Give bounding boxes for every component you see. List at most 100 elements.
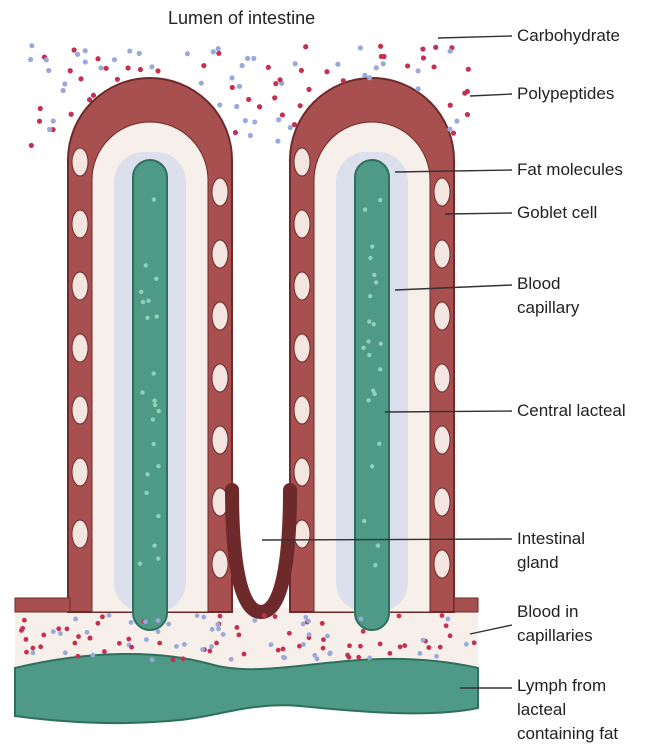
blood-dot [421,638,426,643]
blood-dot [320,621,325,626]
nutrient-dot [83,48,88,53]
blood-dot [75,654,80,659]
blood-dot [58,631,63,636]
blood-dot [102,649,107,654]
fat-globule [151,442,155,446]
leader-line [445,213,512,214]
fat-globule [367,353,371,357]
nutrient-dot [68,68,73,73]
fat-globule [362,519,366,523]
blood-dot [126,637,131,642]
fat-globule [366,339,370,343]
nutrient-dot [324,69,329,74]
blood-dot [200,647,205,652]
blood-dot [129,620,134,625]
nutrient-dot [46,68,51,73]
blood-dot [65,626,70,631]
nutrient-dot [69,112,74,117]
nutrient-dot [155,68,160,73]
blood-dot [19,628,24,633]
blood-dot [307,632,312,637]
blood-dot [229,657,234,662]
nutrient-dot [416,86,421,91]
blood-dot [174,644,179,649]
blood-dot [87,636,92,641]
blood-dot [426,645,431,650]
label-blood-in-capillaries: Blood in capillaries [517,600,593,648]
fat-globule [140,390,144,394]
blood-dot [117,641,122,646]
blood-dot [51,629,56,634]
nutrient-dot [87,97,92,102]
nutrient-dot [112,57,117,62]
blood-dot [144,637,149,642]
nutrient-dot [217,102,222,107]
blood-dot [397,614,402,619]
leader-line [262,539,512,540]
blood-dot [325,634,330,639]
fat-globule [152,197,156,201]
goblet-cell [212,302,228,330]
blood-dot [281,647,286,652]
fat-globule [368,294,372,298]
blood-dot [91,653,96,658]
nutrient-dot [416,68,421,73]
nutrient-dot [465,112,470,117]
nutrient-dot [51,118,56,123]
goblet-cell [294,210,310,238]
blood-dot [31,646,36,651]
fat-globule [145,316,149,320]
epithelium-edge [15,598,70,612]
blood-dot [181,656,186,661]
nutrient-dot [273,81,278,86]
blood-dot [438,645,443,650]
fat-globule [155,314,159,318]
nutrient-dot [266,65,271,70]
goblet-cell [72,520,88,548]
nutrient-dot [421,55,426,60]
blood-dot [156,629,161,634]
nutrient-dot [211,49,216,54]
nutrient-dot [298,103,303,108]
nutrient-dot [75,52,80,57]
goblet-cell [434,426,450,454]
nutrient-dot [433,45,438,50]
blood-dot [195,613,200,618]
goblet-cell [434,240,450,268]
blood-dot [73,617,78,622]
label-carbohydrate: Carbohydrate [517,24,620,48]
goblet-cell [212,426,228,454]
leader-line [385,411,512,412]
nutrient-dot [199,81,204,86]
blood-dot [273,614,278,619]
goblet-cell [434,302,450,330]
nutrient-dot [276,117,281,122]
fat-globule [378,367,382,371]
nutrient-dot [248,133,253,138]
blood-dot [208,649,213,654]
nutrient-dot [367,75,372,80]
blood-dot [472,640,477,645]
lumen-label: Lumen of intestine [168,6,315,30]
blood-dot [218,614,223,619]
nutrient-dot [234,104,239,109]
fat-globule [144,263,148,267]
nutrient-dot [275,139,280,144]
blood-dot [321,637,326,642]
blood-dot [321,646,326,651]
blood-dot [156,618,161,623]
nutrient-dot [47,127,52,132]
blood-dot [182,642,187,647]
fat-globule [156,514,160,518]
label-blood-capillary: Blood capillary [517,272,579,320]
blood-dot [209,644,214,649]
blood-dot [262,613,267,618]
nutrient-dot [216,51,221,56]
blood-dot [215,622,220,627]
nutrient-dot [44,57,49,62]
nutrient-dot [91,93,96,98]
nutrient-dot [125,65,130,70]
nutrient-dot [98,65,103,70]
nutrient-dot [454,118,459,123]
nutrient-dot [378,44,383,49]
